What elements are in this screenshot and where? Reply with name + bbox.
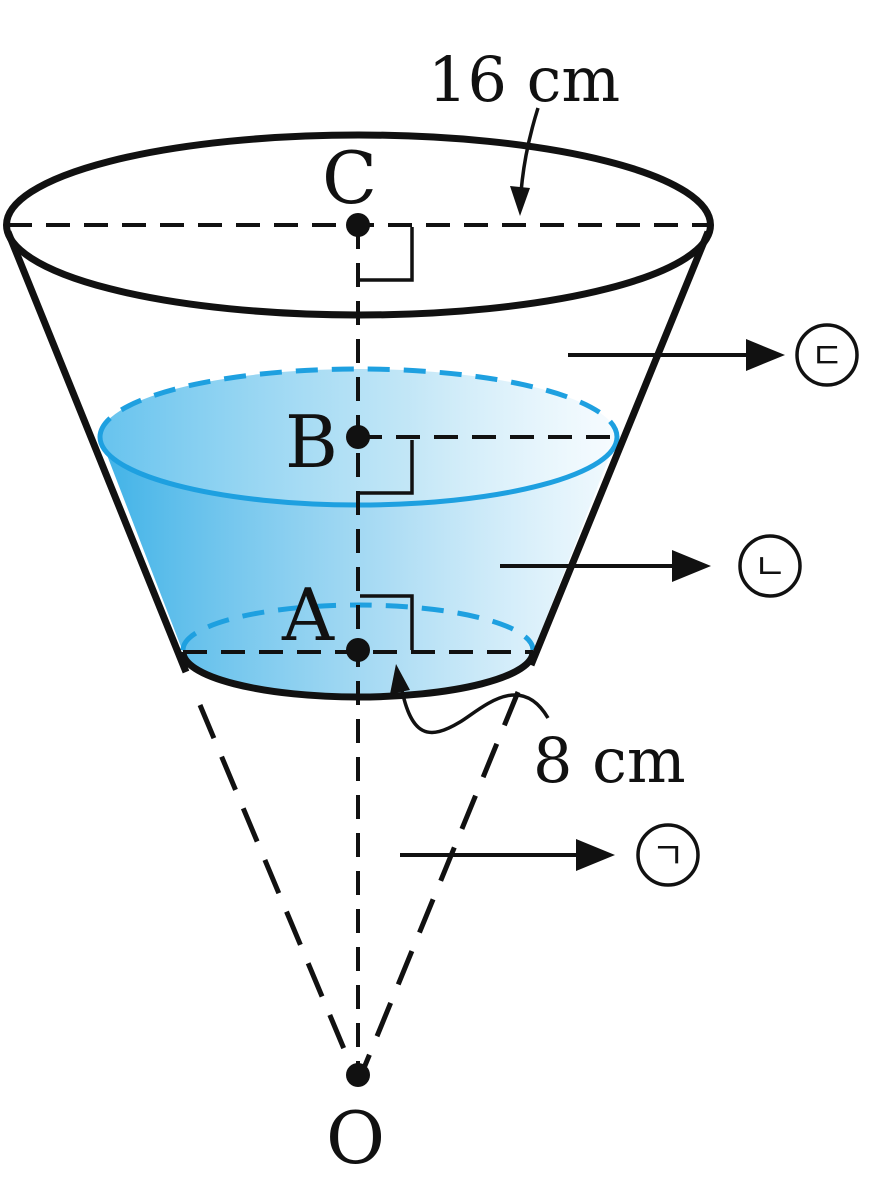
region-middle-label: ㄴ [753,547,786,588]
point-o [346,1063,370,1087]
water-surface-back-edge [97,366,620,438]
label-a: A [281,573,335,657]
label-top-radius: 16 cm [428,43,620,116]
cone-right-extension [361,691,521,1069]
region-upper-label: ㄷ [810,336,843,377]
top-radius-pointer-arrowhead [510,186,530,216]
label-c: C [322,136,377,220]
cone-left-extension [197,704,355,1069]
frustum-left-side [4,230,190,674]
label-b: B [285,400,338,484]
frustum-right-side [527,230,712,667]
point-b [346,425,370,449]
right-angle-mark-c [360,227,414,282]
arrow-lower-head [576,839,615,871]
right-angle-mark-a [360,594,414,650]
arrow-upper-head [746,339,785,371]
arrow-middle-head [672,550,711,582]
region-lower-circle [636,823,700,887]
region-lower-label: ㄱ [651,836,684,877]
point-a [346,638,370,662]
right-angle-mark-b [360,440,414,495]
label-o: O [326,1096,385,1180]
water-body [100,437,617,697]
bottom-radius-pointer [398,679,550,735]
region-upper-circle [795,323,859,387]
point-c [346,213,370,237]
region-middle-circle [738,534,802,598]
label-bottom-radius: 8 cm [533,724,686,797]
bottom-radius-pointer-arrowhead [390,664,410,694]
